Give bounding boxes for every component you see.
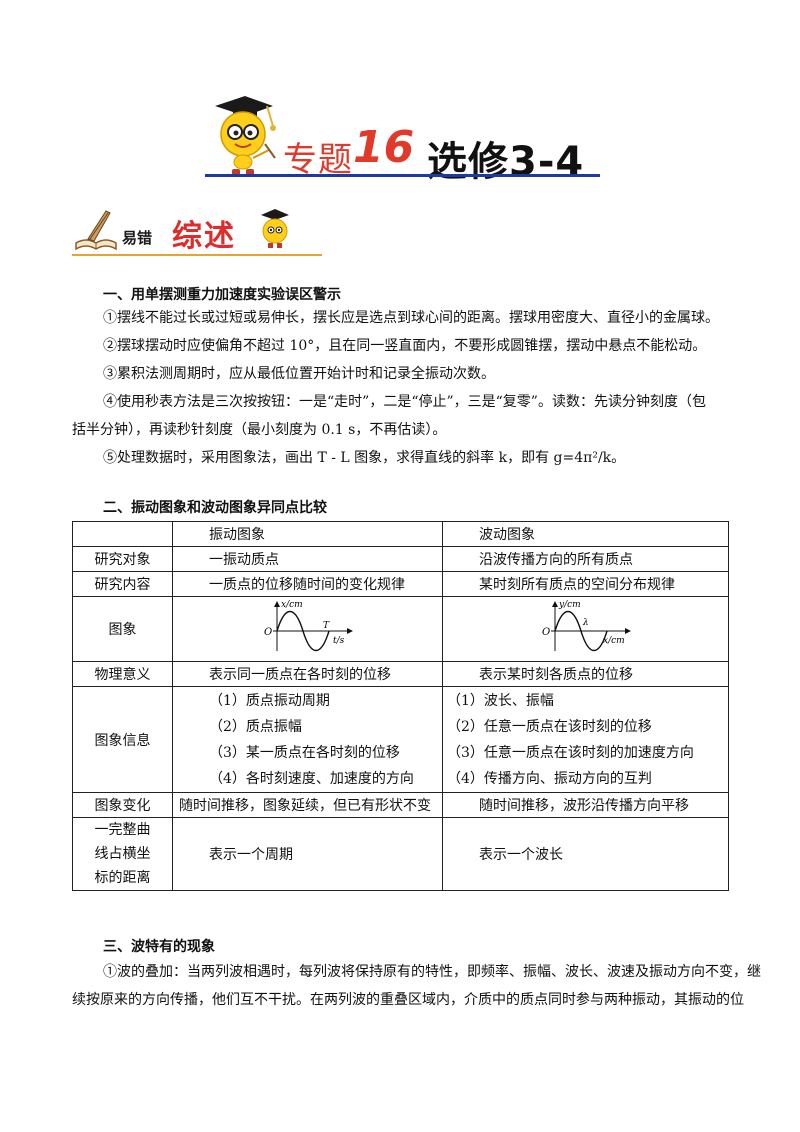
row-label: 一完整曲 线占横坐 标的距离 bbox=[72, 817, 173, 891]
row-label-line: 一完整曲 bbox=[94, 822, 151, 838]
banner-label-big: 综述 bbox=[172, 219, 236, 254]
section3-heading: 三、波特有的现象 bbox=[103, 939, 215, 955]
paragraph-line: 续按原来的方向传播，他们互不干扰。在两列波的重叠区域内，介质中的质点同时参与两种… bbox=[72, 992, 744, 1008]
graph-y-label: y/cm bbox=[558, 600, 581, 610]
table-cell: O y/cm λ x/cm bbox=[442, 596, 729, 662]
section1-heading: 一、用单摆测重力加速度实验误区警示 bbox=[103, 287, 341, 303]
paragraph-line: ①摆线不能过长或过短或易伸长，摆长应是选点到球心间的距离。摆球用密度大、直径小的… bbox=[103, 310, 719, 326]
list-item: （1）质点振动周期 bbox=[209, 692, 330, 709]
title-prefix: 专题 bbox=[283, 140, 353, 180]
row-label: 研究内容 bbox=[72, 571, 173, 597]
table-row: 图象 O x/cm T t/s O y/cm bbox=[72, 596, 729, 662]
row-label: 物理意义 bbox=[72, 661, 173, 687]
table-cell: 一振动质点 bbox=[172, 546, 443, 572]
table-row: 图象信息 （1）质点振动周期 （2）质点振幅 （3）某一质点在各时刻的位移 （4… bbox=[72, 686, 729, 793]
table-row: 研究对象 一振动质点 沿波传播方向的所有质点 bbox=[72, 546, 729, 572]
list-item: （2）质点振幅 bbox=[209, 718, 302, 735]
list-item: （2）任意一质点在该时刻的位移 bbox=[447, 718, 652, 735]
table-cell: 随时间推移，图象延续，但已有形状不变 bbox=[172, 792, 443, 818]
section1-body: ①摆线不能过长或过短或易伸长，摆长应是选点到球心间的距离。摆球用密度大、直径小的… bbox=[103, 304, 719, 416]
table-row: 物理意义 表示同一质点在各时刻的位移 表示某时刻各质点的位移 bbox=[72, 661, 729, 687]
row-label-line: 线占横坐 bbox=[94, 846, 151, 862]
paragraph-line: ①波的叠加：当两列波相遇时，每列波将保持原有的特性，即频率、振幅、波长、波速及振… bbox=[103, 964, 761, 980]
banner-label-small: 易错 bbox=[122, 229, 153, 247]
table-row: 研究内容 一质点的位移随时间的变化规律 某时刻所有质点的空间分布规律 bbox=[72, 571, 729, 597]
small-mascot-icon bbox=[261, 209, 289, 248]
table-cell: 波动图象 bbox=[442, 521, 729, 547]
paragraph-line: 括半分钟），再读秒针刻度（最小刻度为 0.1 s，不再估读）。 bbox=[72, 422, 447, 438]
paragraph-line: ④使用秒表方法是三次按按钮：一是“走时”，二是“停止”，三是“复零”。读数：先读… bbox=[103, 394, 706, 410]
banner-underline bbox=[72, 254, 322, 256]
table-cell: 一质点的位移随时间的变化规律 bbox=[172, 571, 443, 597]
page-title: 专题 16 选修3-4 bbox=[205, 92, 600, 185]
paragraph-line: ②摆球摆动时应使偏角不超过 10°，且在同一竖直面内，不要形成圆锥摆，摆动中悬点… bbox=[103, 338, 707, 354]
table-cell: 振动图象 bbox=[172, 521, 443, 547]
row-label: 图象变化 bbox=[72, 792, 173, 818]
table-cell: 沿波传播方向的所有质点 bbox=[442, 546, 729, 572]
graph-y-label: x/cm bbox=[281, 600, 303, 610]
paragraph-line: ⑤处理数据时，采用图象法，画出 T - L 图象，求得直线的斜率 k，即有 g=… bbox=[103, 450, 626, 466]
table-row: 图象变化 随时间推移，图象延续，但已有形状不变 随时间推移，波形沿传播方向平移 bbox=[72, 792, 729, 818]
graph-mark: λ bbox=[582, 618, 589, 628]
section-banner: 易错 综述 bbox=[72, 205, 322, 260]
table-cell: 表示一个周期 bbox=[172, 817, 443, 891]
graph-origin: O bbox=[542, 627, 550, 638]
list-item: （1）波长、振幅 bbox=[447, 692, 554, 709]
table-cell: 表示同一质点在各时刻的位移 bbox=[172, 661, 443, 687]
row-label: 图象 bbox=[72, 596, 173, 662]
row-label-line: 标的距离 bbox=[94, 870, 151, 886]
list-item: （3）某一质点在各时刻的位移 bbox=[209, 744, 400, 761]
table-cell: 表示一个波长 bbox=[442, 817, 729, 891]
table-header-row: 振动图象 波动图象 bbox=[72, 521, 729, 547]
graph-x-label: t/s bbox=[333, 636, 345, 646]
title-underline bbox=[205, 174, 600, 177]
book-quill-icon bbox=[75, 210, 117, 251]
graph-origin: O bbox=[264, 627, 272, 638]
row-label: 研究对象 bbox=[72, 546, 173, 572]
list-item: （4）传播方向、振动方向的互判 bbox=[447, 770, 652, 787]
comparison-table: 振动图象 波动图象 研究对象 一振动质点 沿波传播方向的所有质点 研究内容 一质… bbox=[72, 521, 729, 891]
table-cell: 随时间推移，波形沿传播方向平移 bbox=[442, 792, 729, 818]
section2-heading: 二、振动图象和波动图象异同点比较 bbox=[103, 500, 327, 516]
graph-mark: T bbox=[323, 621, 330, 631]
title-main: 选修3-4 bbox=[427, 139, 585, 185]
graph-x-label: x/cm bbox=[603, 636, 625, 646]
vibration-graph: O x/cm T t/s bbox=[264, 600, 353, 651]
table-cell: （1）质点振动周期 （2）质点振幅 （3）某一质点在各时刻的位移 （4）各时刻速… bbox=[172, 686, 443, 793]
wave-graph: O y/cm λ x/cm bbox=[542, 600, 631, 651]
table-cell: 某时刻所有质点的空间分布规律 bbox=[442, 571, 729, 597]
table-cell: （1）波长、振幅 （2）任意一质点在该时刻的位移 （3）任意一质点在该时刻的加速… bbox=[442, 686, 729, 793]
row-label: 图象信息 bbox=[72, 686, 173, 793]
table-cell bbox=[72, 521, 173, 547]
table-row: 一完整曲 线占横坐 标的距离 表示一个周期 表示一个波长 bbox=[72, 817, 729, 891]
list-item: （4）各时刻速度、加速度的方向 bbox=[209, 770, 414, 787]
list-item: （3）任意一质点在该时刻的加速度方向 bbox=[447, 744, 694, 761]
paragraph-line: ③累积法测周期时，应从最低位置开始计时和记录全振动次数。 bbox=[103, 366, 495, 382]
table-cell: O x/cm T t/s bbox=[172, 596, 443, 662]
title-number: 16 bbox=[353, 122, 415, 173]
table-cell: 表示某时刻各质点的位移 bbox=[442, 661, 729, 687]
graduate-mascot-icon bbox=[215, 96, 276, 176]
